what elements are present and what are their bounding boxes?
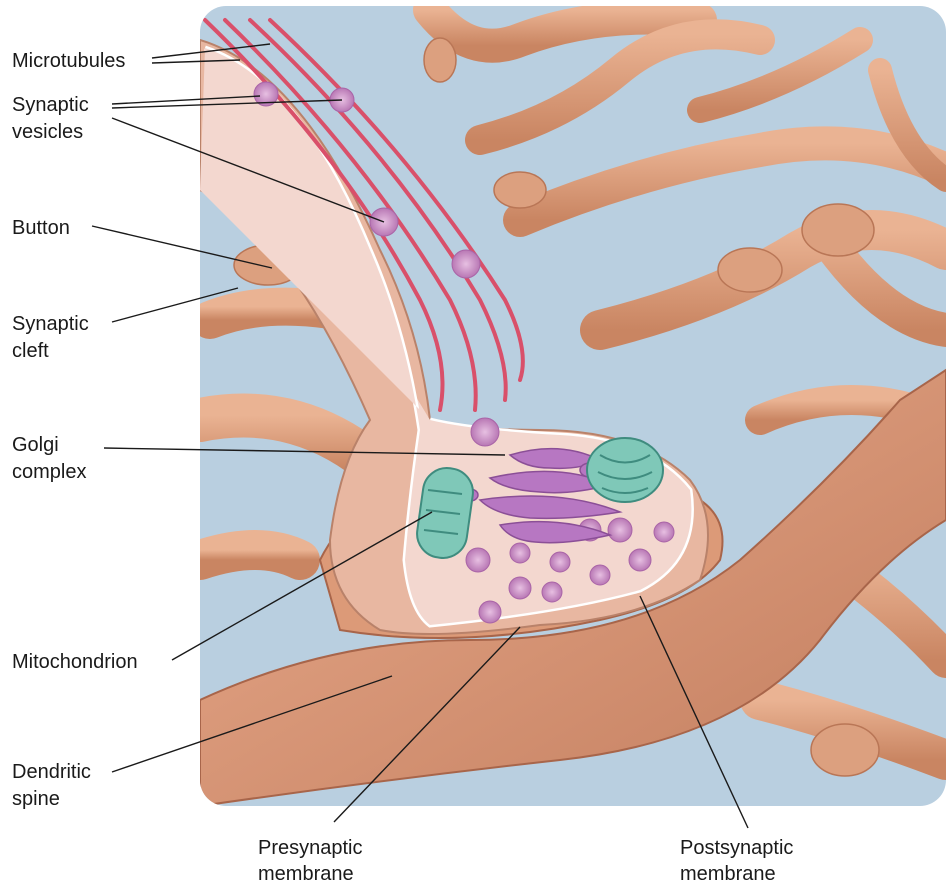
label-golgi-complex-line1: Golgi — [12, 434, 59, 456]
label-postsynaptic-membrane-line1: Postsynaptic — [680, 837, 793, 859]
label-presynaptic-membrane-line1: Presynaptic — [258, 837, 363, 859]
label-synaptic-vesicles-line2: vesicles — [12, 121, 83, 143]
label-button: Button — [12, 217, 70, 239]
label-mitochondrion: Mitochondrion — [12, 651, 138, 673]
illustration-panel — [200, 6, 946, 806]
label-presynaptic-membrane-line2: membrane — [258, 863, 354, 885]
label-synaptic-cleft-line1: Synaptic — [12, 313, 89, 335]
label-golgi-complex-line2: complex — [12, 461, 86, 483]
label-synaptic-cleft-line2: cleft — [12, 340, 49, 362]
label-dendritic-spine-line2: spine — [12, 788, 60, 810]
label-microtubules: Microtubules — [12, 50, 125, 72]
label-synaptic-vesicles-line1: Synaptic — [12, 94, 89, 116]
mitochondrion-right — [587, 438, 663, 502]
label-dendritic-spine-line1: Dendritic — [12, 761, 91, 783]
label-postsynaptic-membrane-line2: membrane — [680, 863, 776, 885]
